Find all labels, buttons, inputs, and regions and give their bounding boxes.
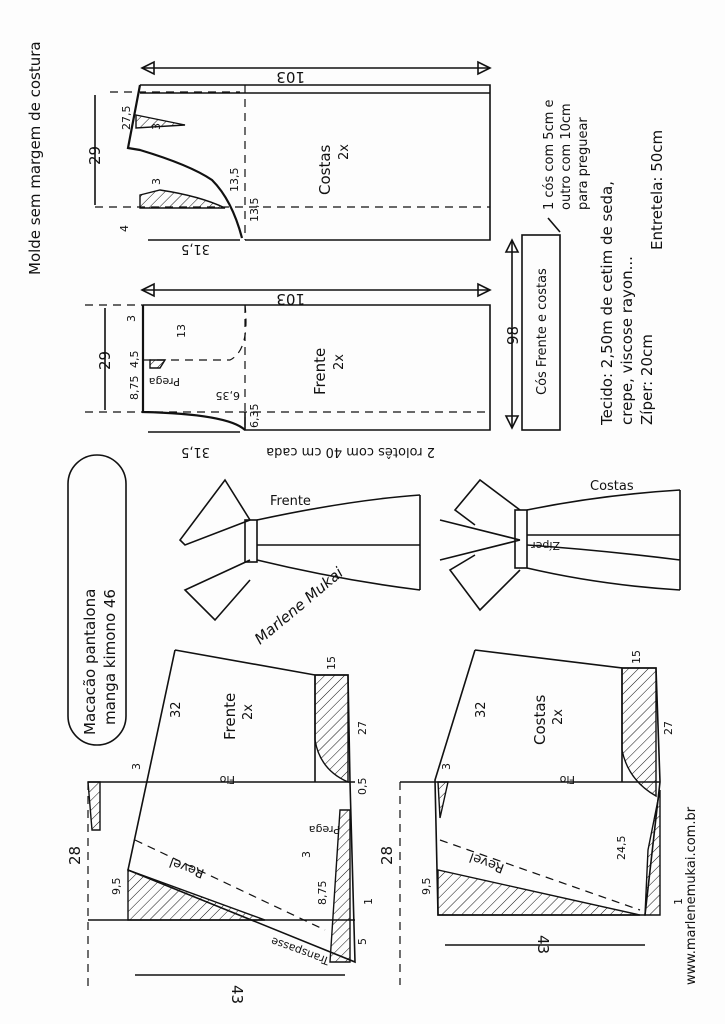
measure: 3 [130, 763, 143, 770]
piece-label: Costas [316, 144, 334, 195]
height-label: 28 [378, 846, 396, 865]
length-label: 103 [276, 68, 305, 86]
sketch-label: Zíper [531, 539, 560, 552]
measure: 32 [474, 701, 489, 718]
grain-label: Fio [219, 773, 235, 786]
measure: 13,5 [228, 168, 241, 193]
measure: 13 [175, 324, 188, 338]
measure: 9,5 [420, 878, 433, 896]
sketch-label: Frente [270, 494, 311, 509]
waistband-note: outro com 10cm [559, 103, 574, 210]
measure: 9,5 [110, 878, 123, 896]
measure: 8,75 [128, 376, 141, 401]
measure: 1 [362, 898, 375, 905]
measure: 6,35 [216, 389, 241, 402]
height-label: 28 [66, 846, 84, 865]
measure: 1 [672, 898, 685, 905]
pleat-label: Prega [309, 823, 340, 836]
waistband-note: 1 cós com 5cm e [542, 99, 557, 210]
measure: 15 [325, 656, 338, 670]
title-line: Macacão pantalona [81, 589, 99, 735]
measure: 27,5 [120, 106, 133, 131]
measure: 3 [300, 851, 313, 858]
bodice-back-piece: Costas 2x Fio Revel 28 43 32 3 9,5 15 27… [378, 649, 685, 985]
pants-back-piece: 103 29 27,5 3 3 4 13,5 13,5 31,5 Costas … [86, 60, 492, 256]
piece-qty: 2x [241, 704, 256, 720]
piece-label: Cós Frente e costas [535, 268, 550, 395]
height-label: 29 [96, 351, 114, 370]
zipper-note: Zíper: 20cm [638, 334, 656, 425]
measure: 13,5 [248, 198, 261, 223]
fabric-note: Tecido: 2,50m de cetim de seda, [598, 181, 616, 426]
grain-label: Fio [559, 773, 575, 786]
title-line: manga kimono 46 [101, 589, 119, 725]
lapel-label: Revel [468, 849, 507, 875]
measure: 3 [150, 123, 163, 130]
title-badge: Macacão pantalona manga kimono 46 [67, 454, 127, 746]
measure: 32 [169, 701, 184, 718]
measure: 4,5 [128, 351, 141, 369]
measure: 0,5 [356, 778, 369, 796]
measure: 4 [118, 225, 131, 232]
measure: 3 [440, 763, 453, 770]
measure: 27 [356, 721, 369, 735]
lapel-label: Revel [168, 854, 207, 880]
pants-front-piece: 103 29 3 13 4,5 8,75 Prega 6,35 6,35 31,… [85, 282, 492, 459]
piece-label: Costas [531, 694, 549, 745]
garment-sketch-back: Costas Zíper [439, 478, 681, 612]
website-credit: www.marlenemukai.com.br [684, 806, 699, 985]
piece-qty: 2x [551, 709, 566, 725]
garment-sketch-front: Frente [178, 478, 421, 622]
waistband-piece: 98 Cós Frente e costas [504, 217, 561, 431]
no-seam-note: Molde sem margem de costura [26, 41, 44, 275]
length-label: 98 [504, 326, 522, 345]
length-label: 103 [276, 290, 305, 308]
measure: 3 [125, 315, 138, 322]
measure: 24,5 [615, 836, 628, 861]
height-label: 29 [86, 146, 104, 165]
measure: 27 [662, 721, 675, 735]
fabric-note: crepe, viscose rayon... [618, 256, 636, 425]
measure: 15 [630, 650, 643, 664]
pleat-label: Prega [149, 375, 180, 388]
signature: Marlene Mukai [251, 563, 347, 648]
waistband-note: para preguear [576, 117, 591, 210]
piece-label: Frente [311, 348, 329, 395]
piece-qty: 2x [337, 144, 352, 160]
width-label: 43 [228, 985, 246, 1004]
measure: 6,35 [248, 404, 261, 429]
measure: 3 [150, 178, 163, 185]
interfacing-note: Entretela: 50cm [648, 130, 666, 250]
piece-label: Frente [221, 693, 239, 740]
width-label: 31,5 [181, 241, 210, 256]
ties-note: 2 rolotês com 40 cm cada [266, 444, 435, 459]
piece-qty: 2x [332, 354, 347, 370]
sketch-label: Costas [590, 479, 634, 494]
width-label: 31,5 [181, 444, 210, 459]
measure: 8,75 [316, 881, 329, 906]
measure: 5 [356, 938, 369, 945]
